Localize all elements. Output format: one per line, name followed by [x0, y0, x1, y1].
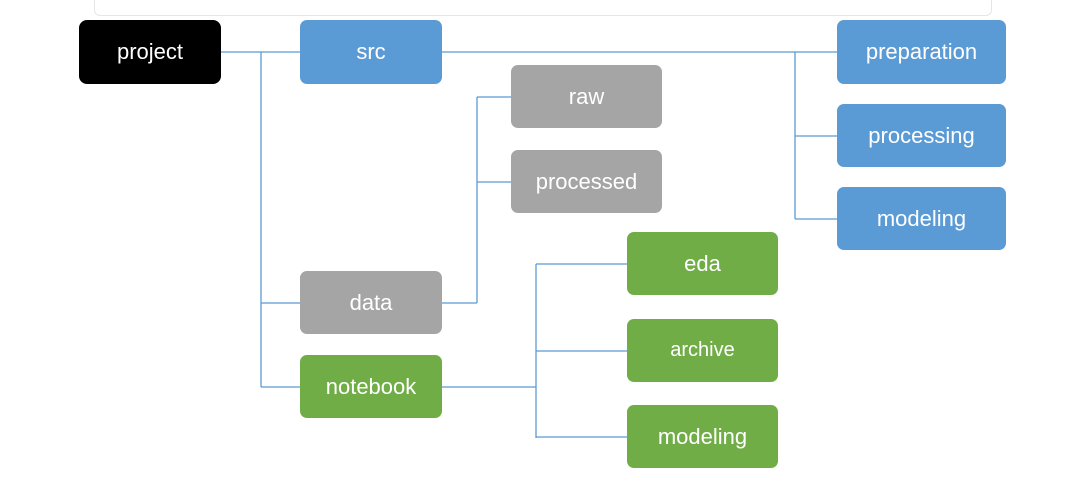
node-data: data: [300, 271, 442, 334]
node-eda-label: eda: [684, 250, 721, 276]
node-src-modeling: modeling: [837, 187, 1006, 250]
node-notebook-modeling-label: modeling: [657, 423, 748, 449]
top-frame: [94, 0, 992, 16]
node-preparation-label: preparation: [865, 39, 978, 64]
node-notebook-label: notebook: [325, 373, 417, 399]
node-processed-label: processed: [535, 168, 638, 194]
node-src: src: [300, 20, 442, 84]
node-archive-label: archive: [670, 339, 735, 361]
node-preparation: preparation: [837, 20, 1006, 84]
node-notebook: notebook: [300, 355, 442, 418]
node-processed: processed: [511, 150, 662, 213]
node-processing: processing: [837, 104, 1006, 167]
node-src-label: src: [356, 39, 386, 64]
node-raw-label: raw: [568, 83, 605, 109]
node-project-label: project: [116, 39, 184, 64]
node-project: project: [79, 20, 221, 84]
node-src-modeling-label: modeling: [876, 205, 967, 231]
node-processing-label: processing: [868, 122, 975, 148]
node-raw: raw: [511, 65, 662, 128]
node-archive: archive: [627, 319, 778, 382]
node-eda: eda: [627, 232, 778, 295]
node-data-label: data: [349, 289, 393, 315]
node-notebook-modeling: modeling: [627, 405, 778, 468]
